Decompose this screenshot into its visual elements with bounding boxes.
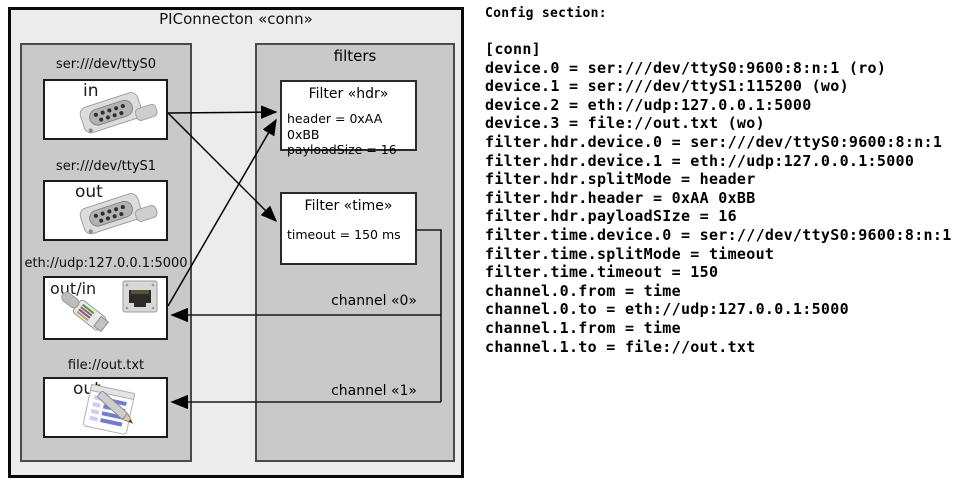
config-line: filter.hdr.device.1 = eth://udp:127.0.0.… [485, 151, 915, 170]
config-section: Config section: [conn] device.0 = ser://… [485, 6, 964, 356]
rj45-ethernet-connector-image [61, 280, 158, 333]
config-line: filter.hdr.header = 0xAA 0xBB [485, 188, 756, 207]
device-label-file: file://out.txt [67, 358, 145, 373]
config-line: filter.time.device.0 = ser:///dev/ttyS0:… [485, 225, 952, 244]
config-line: filter.hdr.splitMode = header [485, 170, 756, 189]
config-line: device.3 = file://out.txt (wo) [485, 114, 765, 133]
channel-1-label: channel «1» [331, 383, 417, 399]
config-line: filter.time.splitMode = timeout [485, 244, 775, 263]
filters-panel-title: filters [333, 47, 377, 65]
config-line: device.2 = eth://udp:127.0.0.1:5000 [485, 95, 812, 114]
filter-time-title: Filter «time» [304, 198, 393, 214]
config-heading: Config section: [485, 6, 607, 21]
filter-hdr-title: Filter «hdr» [308, 86, 389, 102]
device-box-file: out [43, 377, 168, 438]
config-line: filter.hdr.device.0 = ser:///dev/ttyS0:9… [485, 132, 943, 151]
config-line: device.1 = ser:///dev/ttyS1:115200 (wo) [485, 77, 849, 96]
config-line: channel.0.from = time [485, 281, 681, 300]
device-io-label: in [83, 81, 99, 101]
filter-time-property: timeout = 150 ms [287, 227, 401, 242]
notepad-pencil-image [83, 383, 136, 435]
device-box-ttys1: out [43, 180, 168, 241]
config-line: channel.0.to = eth://udp:127.0.0.1:5000 [485, 300, 849, 319]
diagram-title: PIConnecton «conn» [159, 10, 313, 28]
filter-hdr-property: payloadSize = 16 [287, 142, 397, 157]
channel-0-label: channel «0» [331, 293, 417, 309]
filter-box-hdr: Filter «hdr» header = 0xAA 0xBB payloadS… [280, 80, 417, 157]
device-box-eth: out/in [43, 276, 168, 340]
db9-serial-connector-image [79, 193, 158, 235]
device-io-label: out/in [50, 279, 97, 298]
filter-hdr-property: header = 0xAA 0xBB [287, 111, 383, 142]
config-line: channel.1.from = time [485, 318, 681, 337]
filter-box-time: Filter «time» timeout = 150 ms [280, 192, 417, 265]
device-label-ttys0: ser:///dev/ttyS0 [55, 57, 157, 72]
device-label-eth: eth://udp:127.0.0.1:5000 [24, 256, 188, 271]
device-label-ttys1: ser:///dev/ttyS1 [55, 159, 157, 174]
config-line: channel.1.to = file://out.txt [485, 337, 756, 356]
device-io-label: out [75, 182, 103, 202]
device-box-ttys0: in [43, 79, 168, 140]
config-line: filter.hdr.payloadSIze = 16 [485, 207, 737, 226]
config-line: [conn] [485, 40, 541, 58]
db9-serial-connector-image [79, 92, 158, 134]
config-line: filter.time.timeout = 150 [485, 263, 719, 282]
config-line: device.0 = ser:///dev/ttyS0:9600:8:n:1 (… [485, 58, 887, 77]
